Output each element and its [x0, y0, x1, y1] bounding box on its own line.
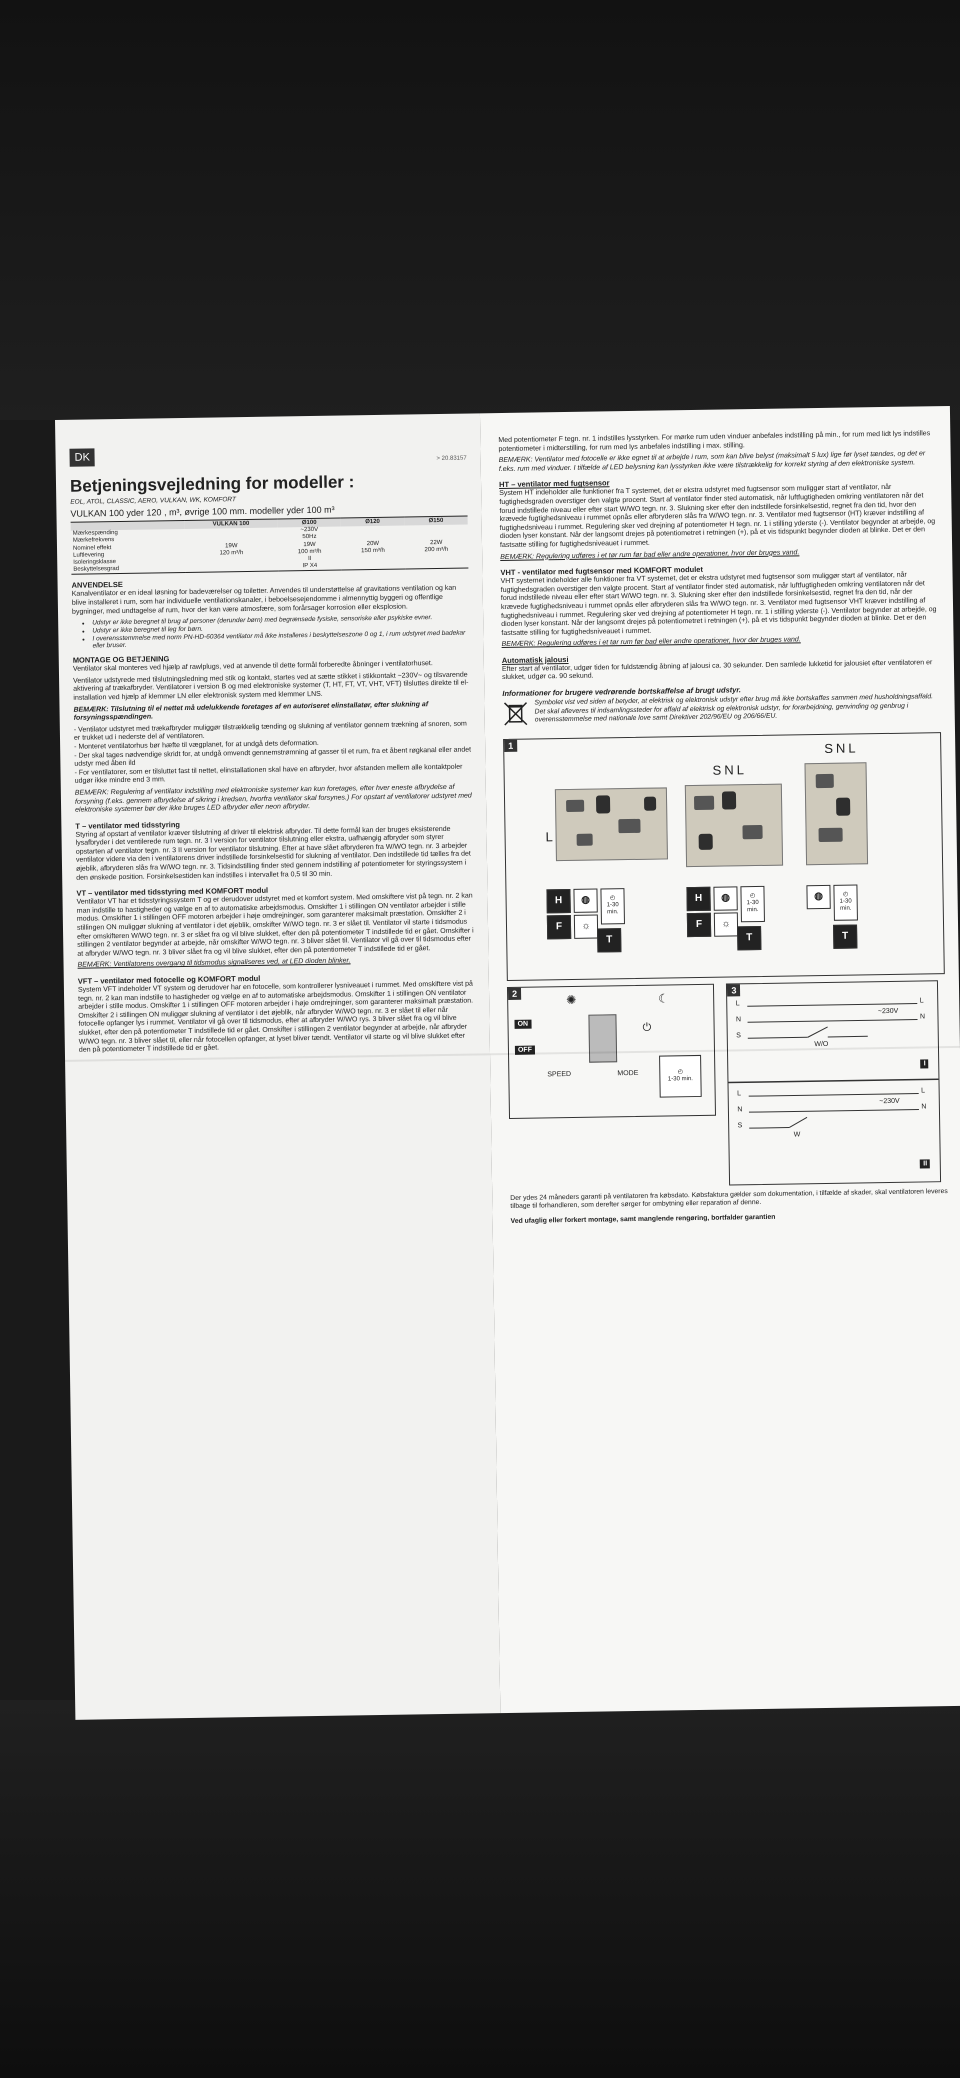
left-page: DK > 20.83157 Betjeningsvejledning for m… — [55, 413, 501, 1720]
moon-icon: ☾ — [658, 991, 670, 1006]
pcb-component — [721, 791, 737, 810]
background-top — [0, 0, 960, 420]
right-page: Med potentiometer F tegn. nr. 1 indstill… — [479, 405, 960, 1714]
humidity-marker: H — [546, 888, 571, 914]
bulb-icon: ✺ — [566, 992, 577, 1007]
line-label-l: L — [919, 997, 924, 1005]
warranty-text: Der ydes 24 måneders garanti på ventilat… — [510, 1187, 948, 1211]
pcb-component — [643, 796, 657, 811]
pcb-component — [693, 795, 715, 810]
vht-text: VHT systemet indeholder alle funktioner … — [500, 571, 937, 637]
power-icon: ⏻ — [642, 1021, 652, 1034]
mode-label: MODE — [617, 1069, 639, 1078]
line-label-n: N — [919, 1013, 926, 1021]
time-marker: T — [833, 924, 858, 949]
pcb-component — [742, 824, 763, 840]
line-label-n: N — [737, 1106, 743, 1114]
voltage-label: ~230V — [877, 1007, 899, 1015]
figure-3-wiring-diagram: 3 L N S L N ~230V W/O I L N S — [726, 980, 942, 1186]
humidity-icon: ◍ — [806, 884, 831, 910]
pcb-component — [618, 818, 641, 834]
line-label-n: N — [735, 1016, 742, 1024]
pcb-component — [698, 833, 713, 850]
installation-notes: - Ventilator udstyret med trækafbryder m… — [73, 720, 472, 786]
pcb-component — [818, 827, 843, 842]
disposal-text: Symbolet vist ved siden af betyder, at e… — [534, 693, 934, 724]
switch-label-w: W — [793, 1131, 801, 1139]
light-icon: ☼ — [573, 914, 599, 939]
warning-bullets: Udstyr er ikke beregnet til brug af pers… — [82, 614, 469, 650]
terminal-label-snl: SNL — [712, 762, 747, 778]
montage-text-2: Ventilator udstyrede med tilslutningsled… — [73, 671, 469, 702]
timer-icon: ◴1-30 min. — [659, 1054, 702, 1098]
timer-range: 1-30 min. — [606, 902, 619, 916]
vft-text: System VFT indeholder VT system og derud… — [77, 980, 474, 1054]
timer-icon: ◴1-30 min. — [600, 887, 625, 925]
line-label-s: S — [737, 1122, 743, 1130]
control-icons: F ☼ — [686, 912, 739, 937]
pcb-component — [576, 833, 593, 846]
photocell-marker: F — [546, 914, 572, 940]
timer-icon: ◴1-30 min. — [833, 884, 858, 921]
pcb-board — [804, 762, 869, 866]
control-icons: ◍ ◴1-30 min. — [806, 884, 858, 921]
time-marker: T — [737, 925, 762, 951]
anvendelse-text: Kanalventilator er en ideal løsning for … — [71, 585, 457, 616]
warranty-void-text: Ved ufaglig eller forkert montage, samt … — [510, 1213, 776, 1225]
spec-table: VULKAN 100 Ø100 Ø120 Ø150 Mærkespænding … — [70, 516, 469, 575]
humidity-icon: ◍ — [573, 888, 598, 913]
pcb-board — [554, 787, 668, 862]
speed-label: SPEED — [547, 1070, 572, 1079]
line-label-l: L — [735, 1000, 740, 1008]
disposal-block: Symbolet vist ved siden af betyder, at e… — [502, 693, 940, 729]
document-number: > 20.83157 — [436, 455, 467, 463]
warning-regulation: BEMÆRK: Regulering af ventilator indstil… — [74, 783, 472, 814]
language-badge: DK — [69, 448, 96, 467]
spec-cell — [341, 561, 405, 571]
version-label-i: I — [920, 1059, 929, 1069]
time-marker: T — [597, 928, 622, 953]
pcb-board — [684, 783, 784, 867]
pcb-component — [566, 799, 585, 812]
ht-text: System HT indeholder alle funktioner fra… — [499, 484, 936, 549]
spec-cell: IP X4 — [278, 562, 342, 572]
voltage-label: ~230V — [879, 1097, 900, 1105]
dip-switch — [588, 1014, 618, 1063]
pcb-component — [595, 795, 611, 814]
crossed-bin-icon — [503, 702, 528, 726]
timer-range: 1-30 min. — [667, 1075, 693, 1083]
spec-cell — [404, 560, 469, 570]
version-label-ii: II — [920, 1159, 931, 1169]
switch-on-label: ON — [514, 1019, 532, 1029]
photocell-marker: F — [686, 912, 712, 937]
spec-label: Beskyttelsesgrad — [71, 565, 186, 575]
vt-text: Ventilator VT har et tidsstyringssystem … — [76, 892, 474, 958]
switch-label-wo: W/O — [814, 1040, 829, 1048]
line-label-l: L — [737, 1090, 742, 1098]
humidity-icon: ◍ — [713, 886, 738, 911]
timer-icon: ◴1-30 min. — [740, 885, 765, 923]
figure-number: 2 — [507, 987, 522, 1000]
instruction-sheet: DK > 20.83157 Betjeningsvejledning for m… — [55, 405, 960, 1720]
pcb-component — [836, 797, 851, 816]
warning-photocell: BEMÆRK: Ventilator med fotocelle er ikke… — [498, 450, 926, 473]
line-label-l: L — [921, 1087, 926, 1095]
control-icons: F ☼ — [546, 914, 599, 940]
line-label-n: N — [921, 1103, 927, 1111]
figure-1-wiring: 1 LNS SNL SNL H — [503, 731, 945, 981]
line-label-s: S — [736, 1032, 741, 1040]
humidity-marker: H — [686, 886, 711, 911]
wiring-diagram — [728, 1002, 939, 1129]
pcb-component — [815, 773, 834, 788]
timer-range: 1-30 min. — [839, 898, 852, 913]
background-bottom — [0, 1700, 960, 2078]
light-icon: ☼ — [713, 912, 739, 937]
timer-range: 1-30 min. — [746, 900, 759, 914]
figure-number: 1 — [504, 739, 518, 752]
t-text: Styring af opstart af ventilator kræver … — [75, 825, 471, 882]
warning-electrician: BEMÆRK: Tilslutning til el nettet må ude… — [73, 700, 429, 722]
spec-cell — [185, 563, 279, 573]
terminal-label-snl: SNL — [824, 740, 859, 756]
